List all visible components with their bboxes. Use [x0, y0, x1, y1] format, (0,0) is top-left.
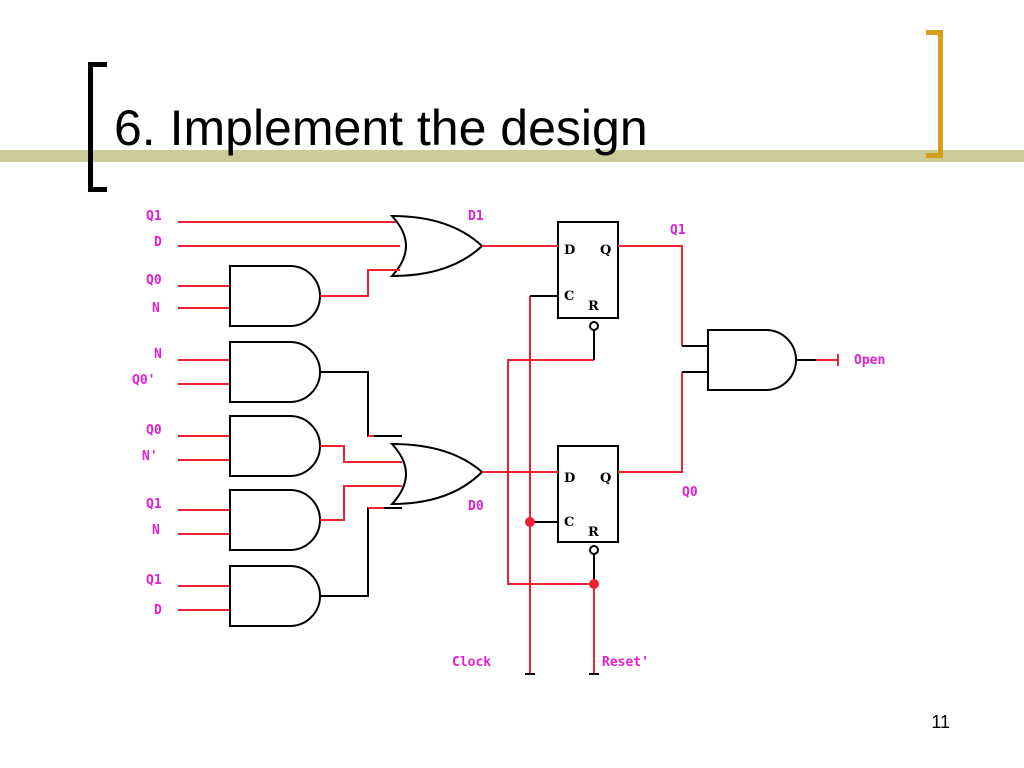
signal-labels: D1 D0 Q1 Q0 Open Clock Reset' [452, 209, 885, 670]
clock-junction [525, 517, 535, 527]
ff1-pin-d: D [564, 243, 575, 258]
flipflop-0-body [557, 445, 619, 543]
input-wires [178, 221, 400, 611]
label-d0: D0 [468, 499, 484, 514]
ff0-pin-c: C [564, 515, 574, 530]
label-and5-d: D [154, 603, 162, 618]
ff1-pin-r: R [588, 299, 599, 314]
and-gate-3 [229, 415, 321, 477]
left-bracket [88, 62, 107, 192]
flipflop-0: D Q C R [557, 445, 619, 555]
label-open: Open [854, 353, 885, 368]
or-gate-d0 [389, 442, 484, 506]
label-and1-q0: Q0 [146, 273, 162, 288]
wire-and1-to-or1 [320, 269, 400, 297]
and-gate-2 [229, 341, 321, 403]
right-bracket [926, 30, 943, 158]
circuit-diagram: Q1 D Q0 N N Q0' Q0 N' Q1 N Q1 D [132, 209, 885, 675]
input-labels: Q1 D Q0 N N Q0' Q0 N' Q1 N Q1 D [132, 209, 162, 618]
or-gates [389, 214, 484, 506]
label-and1-n: N [152, 301, 160, 316]
gate-interconnect-wires [320, 269, 402, 597]
wire-and2-to-or0 [320, 371, 398, 437]
and-gate-5 [229, 565, 321, 627]
flipflop-1-body [557, 221, 619, 319]
and-gate-4 [229, 489, 321, 551]
and-gates [229, 265, 321, 627]
label-and2-n: N [154, 347, 162, 362]
wire-and3-to-or0 [320, 445, 402, 463]
label-q1: Q1 [670, 223, 686, 238]
label-and3-q0: Q0 [146, 423, 162, 438]
flipflop-1: D Q C R [557, 221, 619, 331]
ff0-pin-r: R [588, 525, 599, 540]
wire-q1 [618, 245, 683, 346]
wire-q0 [618, 372, 683, 473]
or-gate-d1 [389, 214, 484, 278]
slide-title: 6. Implement the design [114, 100, 648, 156]
ff1-pin-q: Q [600, 243, 611, 258]
title-accent-bar [0, 150, 1024, 162]
label-q0: Q0 [682, 485, 698, 500]
wire-reset-loop [507, 359, 594, 585]
label-and4-n: N [152, 523, 160, 538]
ff1-pin-c: C [564, 289, 574, 304]
ff1-reset-bubble [589, 321, 599, 331]
label-reset: Reset' [602, 655, 649, 670]
label-or1-d: D [154, 235, 162, 250]
wire-and5-to-or0 [320, 507, 398, 597]
ff0-reset-bubble [589, 545, 599, 555]
flipflop-wires [482, 245, 708, 675]
label-d1: D1 [468, 209, 484, 224]
label-and5-q1: Q1 [146, 573, 162, 588]
slide-number: 11 [931, 712, 950, 732]
ff0-pin-q: Q [600, 471, 611, 486]
label-and2-q0bar: Q0' [132, 373, 155, 388]
ff0-pin-d: D [564, 471, 575, 486]
label-clock: Clock [452, 655, 491, 670]
wire-and4-to-or0 [320, 485, 402, 521]
reset-junction [589, 579, 599, 589]
and-gate-open [707, 329, 797, 391]
label-or1-q1: Q1 [146, 209, 162, 224]
label-and3-nbar: N' [142, 449, 158, 464]
and-gate-1 [229, 265, 321, 327]
label-and4-q1: Q1 [146, 497, 162, 512]
